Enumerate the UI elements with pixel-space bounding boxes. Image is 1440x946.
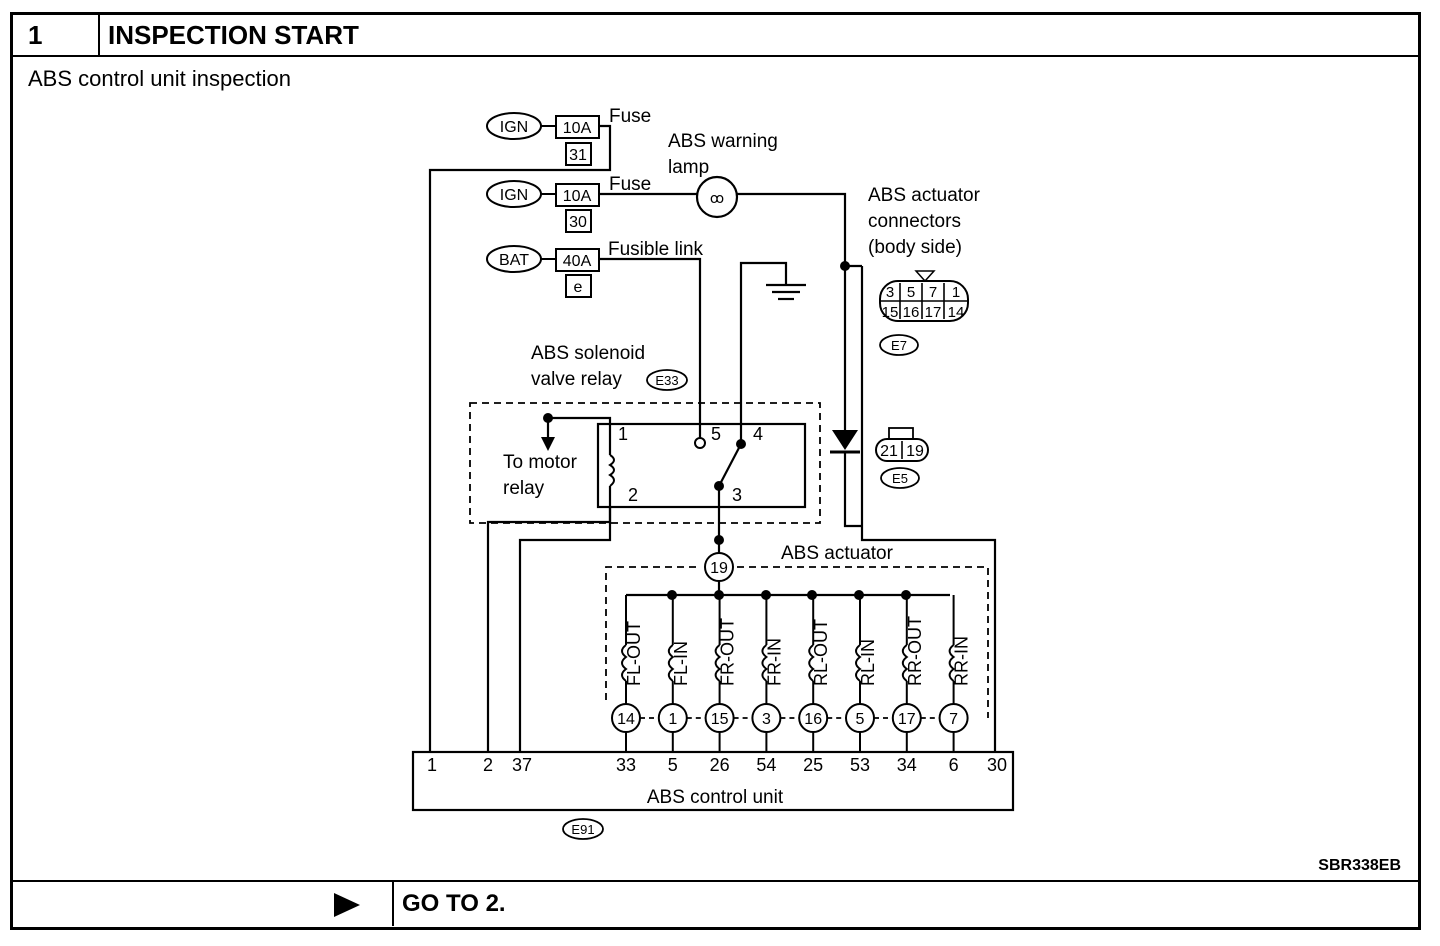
svg-text:17: 17 — [925, 304, 942, 321]
svg-text:e: e — [574, 279, 583, 296]
svg-text:19: 19 — [906, 443, 924, 460]
solenoid-coil — [621, 644, 628, 682]
svg-text:2: 2 — [628, 485, 638, 505]
control-unit-connector-id: E91 — [571, 822, 594, 837]
svg-text:4: 4 — [753, 424, 763, 444]
solenoid-label: FL-IN — [671, 641, 691, 686]
step-number: 1 — [12, 14, 100, 57]
connector-e5: 21 19 E5 — [875, 427, 929, 489]
svg-text:Fusible link: Fusible link — [608, 239, 704, 260]
page-frame — [10, 12, 1421, 930]
motor-relay-label: To motor — [503, 452, 578, 473]
svg-text:5: 5 — [907, 284, 915, 301]
control-unit-terminal: 5 — [668, 755, 678, 775]
svg-text:37: 37 — [512, 755, 532, 775]
warning-lamp-icon — [695, 175, 739, 219]
svg-text:connectors: connectors — [868, 211, 961, 232]
actuator-pin-number: 7 — [949, 711, 958, 728]
svg-text:BAT: BAT — [499, 252, 529, 269]
svg-text:1: 1 — [427, 755, 437, 775]
solenoid-label: FR-OUT — [718, 618, 738, 686]
actuator-pin-number: 5 — [856, 711, 865, 728]
svg-text:IGN: IGN — [500, 119, 528, 136]
svg-text:30: 30 — [987, 755, 1007, 775]
control-unit-terminal: 33 — [616, 755, 636, 775]
relay-connector-id: E33 — [655, 373, 678, 388]
connector-e7: 3 5 7 1 15 16 17 14 E7 — [879, 270, 969, 356]
control-unit-label: ABS control unit — [647, 787, 784, 808]
warning-lamp-label: ABS warning — [668, 131, 778, 152]
next-step: GO TO 2. — [394, 880, 1418, 926]
actuator-pin-number: 3 — [762, 711, 771, 728]
solenoid-coil — [714, 644, 722, 682]
control-unit-terminal: 53 — [850, 755, 870, 775]
control-unit-terminal: 25 — [803, 755, 823, 775]
svg-text:(body side): (body side) — [868, 237, 962, 258]
solenoid-label: RR-OUT — [905, 616, 925, 686]
actuator-label: ABS actuator — [781, 543, 894, 564]
svg-text:10A: 10A — [563, 120, 592, 137]
svg-text:14: 14 — [948, 304, 965, 321]
actuator-pin-number: 16 — [804, 711, 822, 728]
solenoid-label: RL-IN — [858, 639, 878, 686]
solenoid-label: FR-IN — [764, 638, 784, 686]
page-title: INSPECTION START — [100, 14, 1418, 57]
solenoid-label: RL-OUT — [811, 619, 831, 686]
svg-text:5: 5 — [711, 424, 721, 444]
actuator-connectors-label: ABS actuator — [868, 185, 981, 206]
solenoid-coil — [761, 644, 769, 682]
solenoid-coil — [901, 644, 909, 682]
play-arrow-icon — [334, 893, 360, 917]
svg-text:31: 31 — [569, 147, 587, 164]
solenoid-label: RR-IN — [952, 636, 972, 686]
svg-text:1: 1 — [952, 284, 960, 301]
svg-text:21: 21 — [880, 443, 898, 460]
footer-left-cell — [12, 880, 394, 926]
svg-text:40A: 40A — [563, 253, 592, 270]
svg-text:3: 3 — [732, 485, 742, 505]
control-unit-terminal: 26 — [710, 755, 730, 775]
relay-label: ABS solenoid — [531, 343, 645, 364]
actuator-pin — [938, 703, 969, 733]
svg-text:lamp: lamp — [668, 157, 709, 178]
svg-text:10A: 10A — [563, 188, 592, 205]
svg-text:19: 19 — [710, 560, 728, 577]
svg-text:Fuse: Fuse — [609, 106, 651, 127]
solenoid-coil — [667, 644, 675, 682]
svg-text:E7: E7 — [891, 338, 907, 353]
svg-text:valve relay: valve relay — [531, 369, 622, 390]
control-unit-terminal: 6 — [949, 755, 959, 775]
actuator-pin-number: 17 — [898, 711, 916, 728]
svg-text:3: 3 — [886, 284, 894, 301]
solenoid-coil — [948, 644, 956, 682]
svg-text:relay: relay — [503, 478, 545, 499]
svg-text:IGN: IGN — [500, 187, 528, 204]
svg-text:2: 2 — [483, 755, 493, 775]
control-unit-terminal: 54 — [756, 755, 776, 775]
figure-code: SBR338EB — [1318, 857, 1401, 874]
actuator-pin-number: 15 — [711, 711, 729, 728]
actuator-pin-number: 1 — [668, 711, 677, 728]
solenoid-label: FL-OUT — [624, 621, 644, 686]
solenoid-coil — [855, 644, 862, 682]
actuator-pin-number: 14 — [617, 711, 635, 728]
solenoid-coil — [808, 644, 815, 682]
subtitle: ABS control unit inspection — [28, 66, 291, 91]
control-unit-terminal: 34 — [897, 755, 917, 775]
svg-text:7: 7 — [929, 284, 937, 301]
fusible-link-bat: BAT 40A e Fusible link — [486, 239, 704, 298]
fuse-ign-31: IGN 10A 31 Fuse — [486, 106, 651, 166]
svg-text:16: 16 — [903, 304, 920, 321]
svg-text:E5: E5 — [892, 471, 908, 486]
svg-text:15: 15 — [882, 304, 899, 321]
svg-text:Fuse: Fuse — [609, 174, 651, 195]
svg-text:30: 30 — [569, 214, 587, 231]
svg-text:1: 1 — [618, 424, 628, 444]
svg-text:ꝏ: ꝏ — [710, 190, 724, 206]
fuse-ign-30: IGN 10A 30 Fuse — [486, 174, 651, 233]
